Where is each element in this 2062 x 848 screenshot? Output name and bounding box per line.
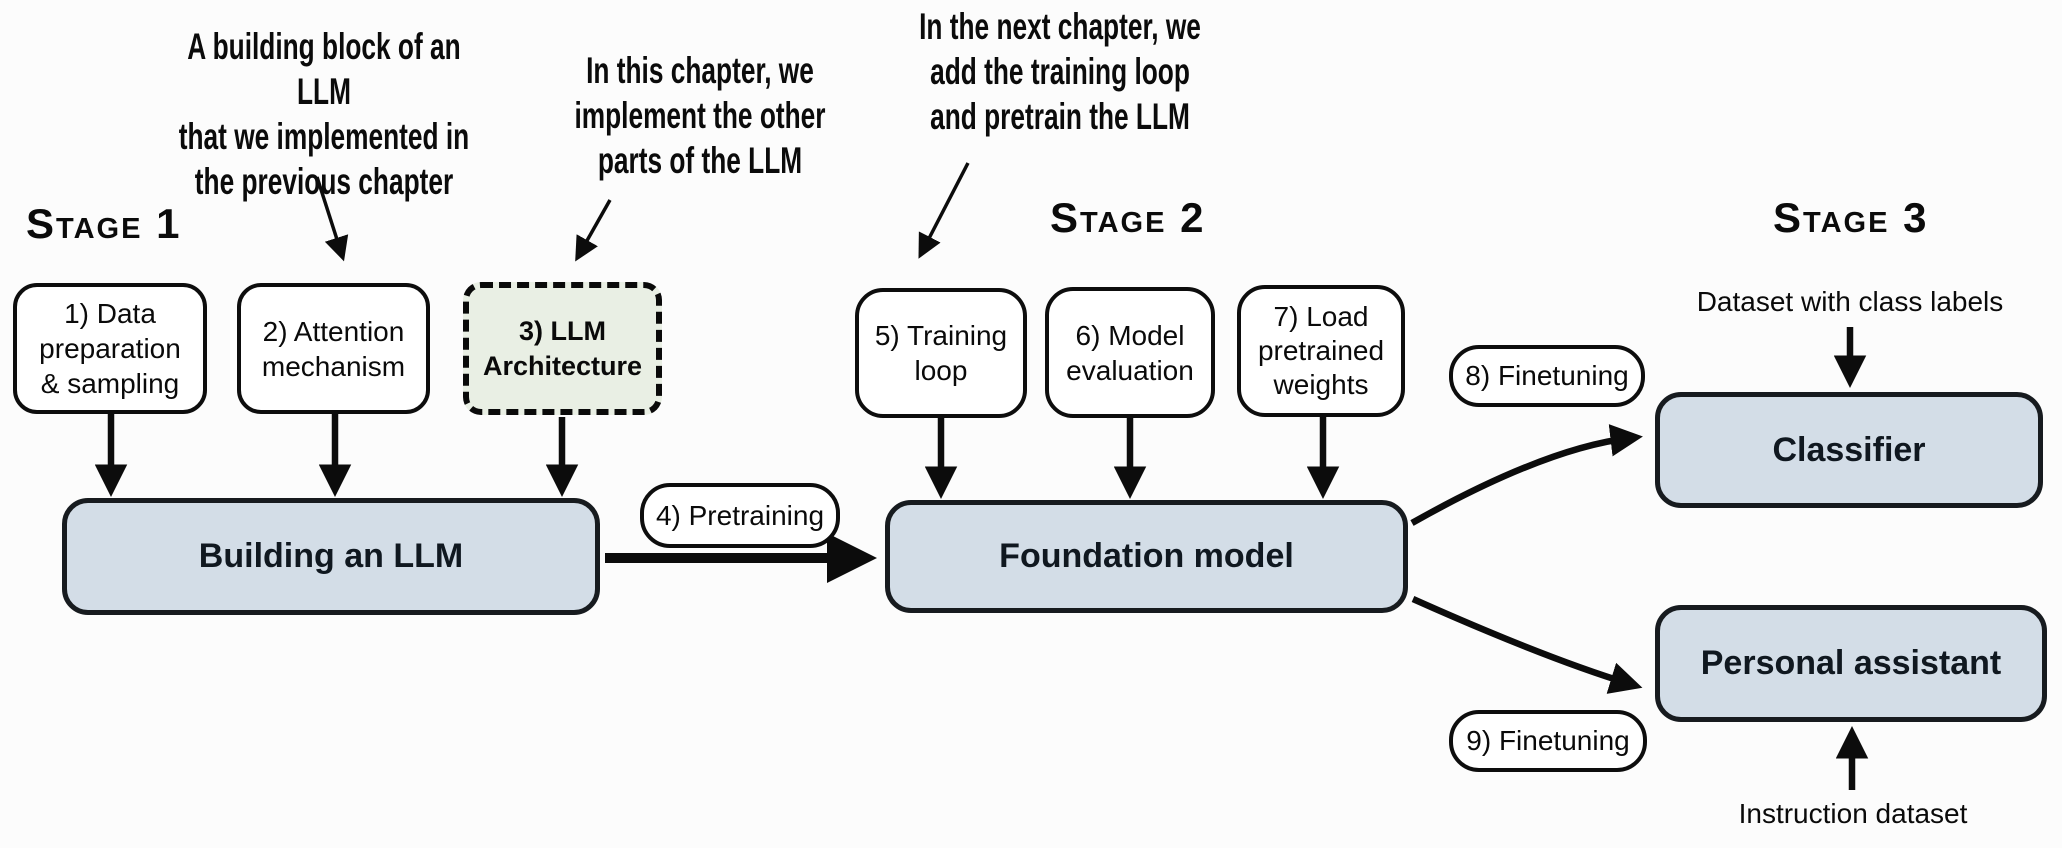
- label-dataset-class: Dataset with class labels: [1696, 286, 2004, 317]
- box-training-loop: 5) Training loop: [855, 288, 1027, 418]
- stage-2-label: Stage 2: [1050, 194, 1206, 241]
- stage-3-label: Stage 3: [1773, 194, 1929, 241]
- box-load-pretrained-weights: 7) Load pretrained weights: [1237, 285, 1405, 417]
- annotation-this-chapter: In this chapter, we implement the other …: [574, 50, 826, 181]
- arrow-foundation-to-assistant: [1411, 596, 1643, 694]
- pill-finetuning-assistant: 9) Finetuning: [1449, 710, 1647, 772]
- annotation-building-block: A building block of an LLM that we imple…: [178, 26, 470, 202]
- label-instruction-dataset: Instruction dataset: [1738, 798, 1968, 829]
- stage-1-label: Stage 1: [26, 200, 182, 247]
- pill-finetuning-classifier: 8) Finetuning: [1449, 345, 1645, 407]
- box-model-evaluation: 6) Model evaluation: [1045, 287, 1215, 418]
- box-attention-mechanism: 2) Attention mechanism: [237, 283, 430, 414]
- box-data-preparation: 1) Data preparation & sampling: [13, 283, 207, 414]
- box-llm-architecture: 3) LLM Architecture: [463, 282, 662, 415]
- pill-pretraining: 4) Pretraining: [640, 483, 840, 548]
- box-foundation-model: Foundation model: [885, 500, 1408, 613]
- annotation-next-chapter: In the next chapter, we add the training…: [919, 6, 1201, 137]
- box-classifier: Classifier: [1655, 392, 2043, 508]
- box-building-an-llm: Building an LLM: [62, 498, 600, 615]
- box-personal-assistant: Personal assistant: [1655, 605, 2047, 722]
- arrow-annotation3-to-box5: [918, 162, 970, 259]
- arrow-annotation2-to-box3: [575, 199, 612, 262]
- arrow-foundation-to-classifier: [1410, 424, 1643, 526]
- arrow-annotation1-to-box2: [315, 176, 349, 262]
